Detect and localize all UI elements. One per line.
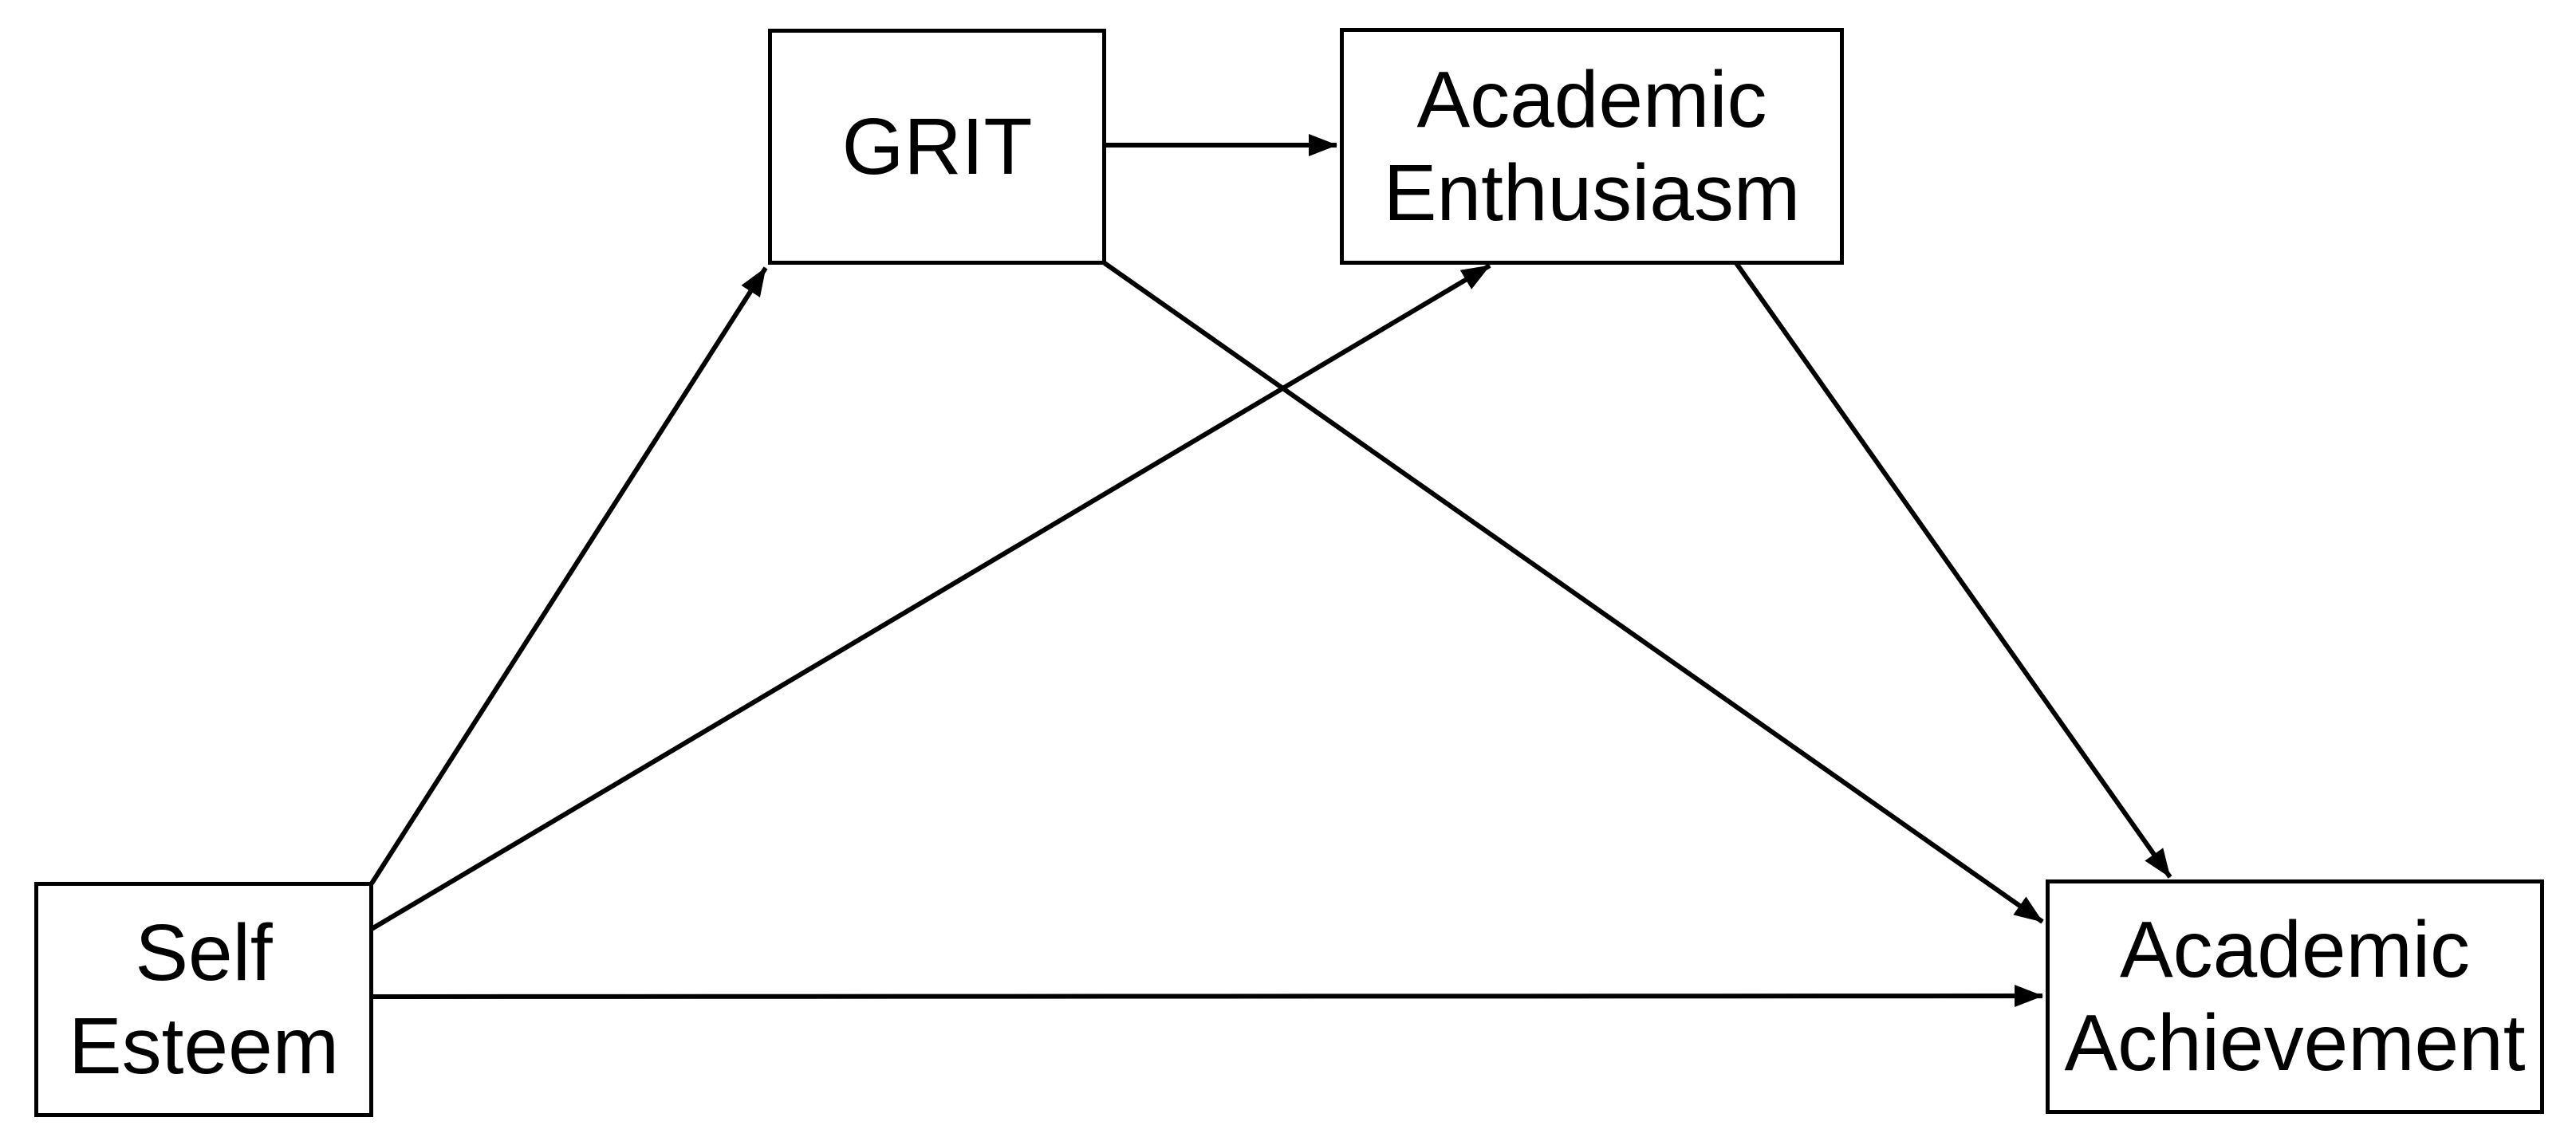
- node-label-line: Academic: [2119, 905, 2471, 994]
- node-label-line: Enthusiasm: [1383, 148, 1801, 238]
- arrow-self-esteem-to-academic-achievement: [371, 985, 2043, 1008]
- arrow-academic-enthusiasm-to-academic-achievement: [1734, 262, 2172, 879]
- arrow-grit-to-academic-achievement: [1103, 261, 2044, 924]
- node-label-line: Self: [135, 907, 273, 997]
- node-label-line: Academic: [1416, 54, 1767, 144]
- node-self-esteem: Self Esteem: [34, 882, 373, 1117]
- node-academic-achievement: Academic Achievement: [2046, 879, 2544, 1114]
- arrow-self-esteem-to-academic-enthusiasm: [370, 263, 1491, 931]
- node-academic-enthusiasm: Academic Enthusiasm: [1340, 28, 1844, 265]
- arrow-self-esteem-to-grit: [369, 266, 768, 885]
- node-grit: GRIT: [768, 29, 1106, 265]
- node-label-line: Achievement: [2064, 998, 2526, 1088]
- node-label-line: GRIT: [841, 101, 1033, 191]
- node-label-line: Esteem: [68, 1001, 339, 1091]
